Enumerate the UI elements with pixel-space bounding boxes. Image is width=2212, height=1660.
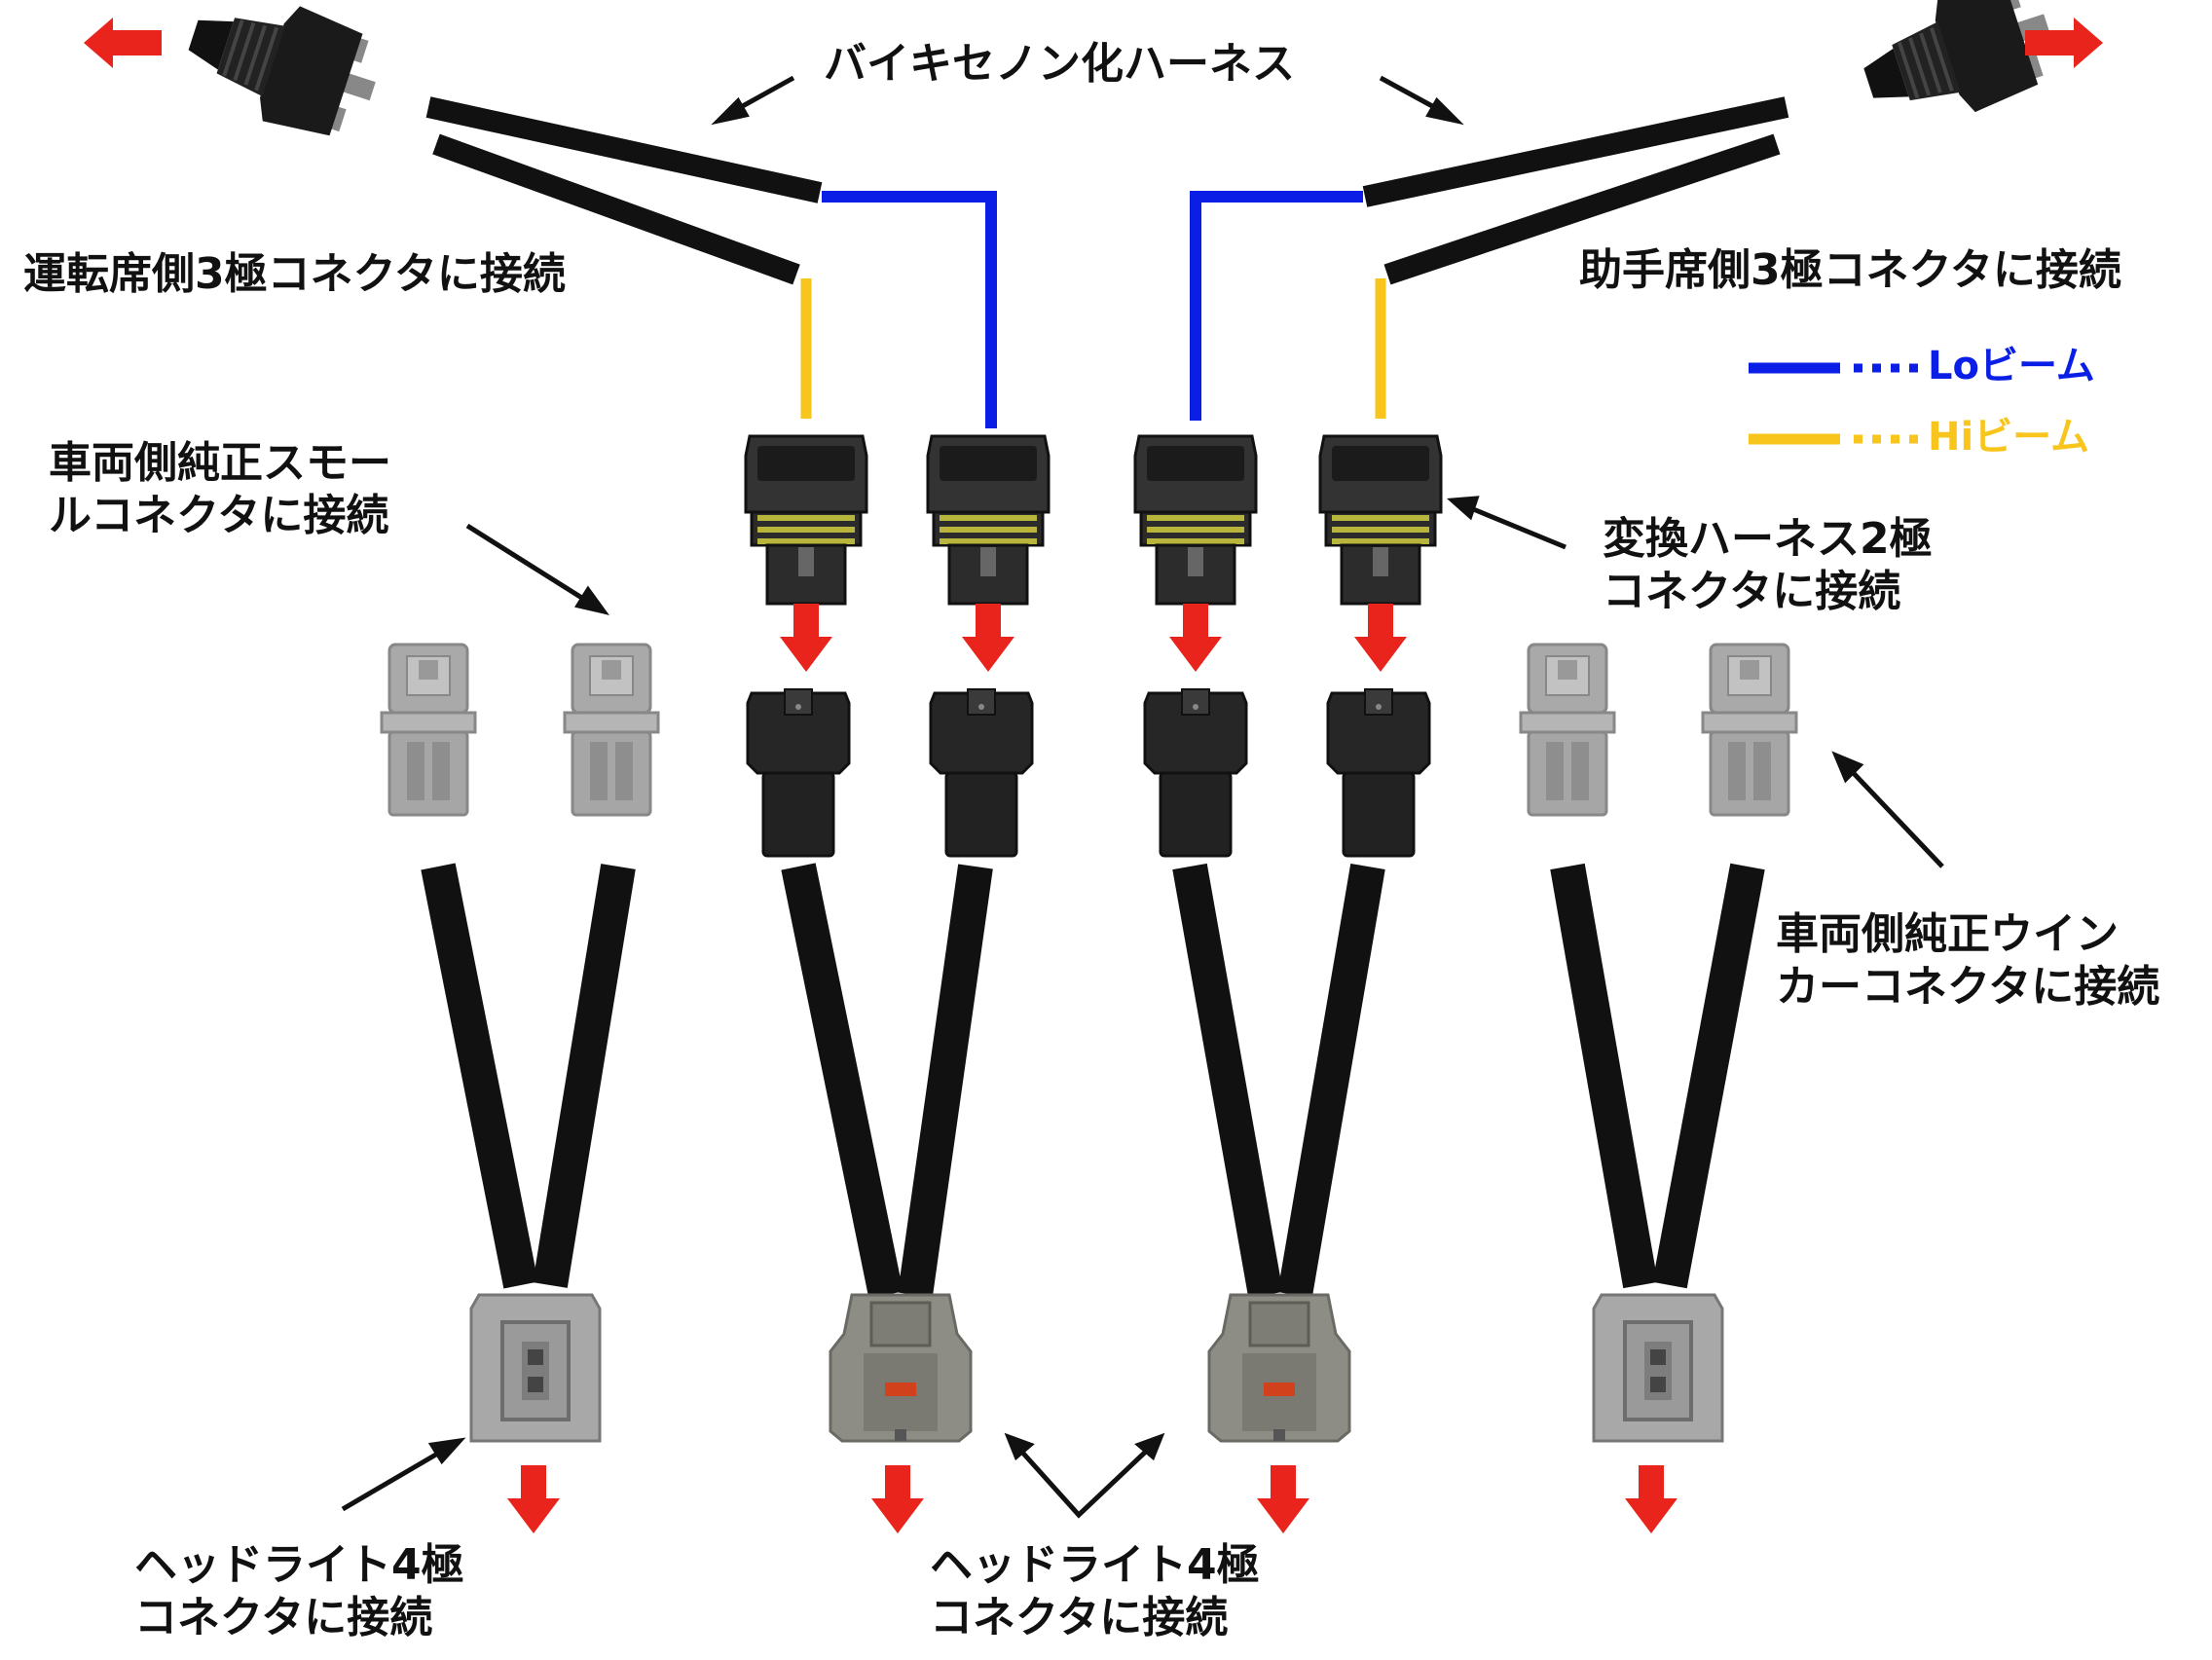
red-down-arrow-icon [1354,604,1407,672]
conv-harness-label-1: 変換ハーネス2極 [1603,514,1933,564]
winker-label-2: カーコネクタに接続 [1776,962,2160,1012]
cable [1383,133,1781,285]
two-pin-connector [1320,436,1441,604]
legend-hi-label: Hiビーム [1928,415,2089,460]
cable [432,133,800,285]
headlight-connector [1592,1293,1724,1443]
red-down-arrow-icon [871,1465,924,1533]
driver-plug-icon [172,0,393,153]
cable [1362,96,1789,207]
black-connector [1143,687,1248,858]
red-left-arrow-icon [84,18,162,68]
small-connector-label-2: ルコネクタに接続 [49,491,389,540]
black-connector [1326,687,1431,858]
pointer-arrows [341,75,1944,1519]
red-down-arrow-icon [1625,1465,1677,1533]
cable [425,96,823,203]
two-pin-connector [1135,436,1256,604]
driver-side-label: 運転席側3極コネクタに接続 [23,249,566,299]
harness-cables [421,863,1765,1299]
two-pin-connector [928,436,1049,604]
conv-harness-label-2: コネクタに接続 [1603,567,1901,616]
winker-label-1: 車両側純正ウイン [1776,909,2119,959]
headlight-left-label-2: コネクタに接続 [134,1593,433,1642]
headlight-connector [829,1293,973,1443]
diagram-title: バイキセノン化ハーネス [824,39,1295,89]
lo-wire-right [1190,191,1363,421]
black-connector [929,687,1034,858]
red-down-arrow-icon [1169,604,1222,672]
grey-connector [1519,643,1616,817]
grey-connector [1701,643,1798,817]
lo-wire-left [822,191,997,428]
black-connector [746,687,851,858]
headlight-left-label-1: ヘッドライト4極 [134,1540,464,1590]
headlight-connector [1207,1293,1351,1443]
red-down-arrow-icon [1257,1465,1309,1533]
passenger-plug-icon [1848,0,2068,143]
grey-connector [380,643,477,817]
red-down-arrow-icon [507,1465,560,1533]
passenger-side-label: 助手席側3極コネクタに接続 [1579,245,2121,295]
headlight-connector [469,1293,602,1443]
red-down-arrow-icon [962,604,1014,672]
legend-lo-label: Loビーム [1928,344,2095,388]
grey-connector [563,643,660,817]
red-down-arrow-icon [780,604,832,672]
two-pin-connector [746,436,866,604]
small-connector-label-1: 車両側純正スモー [49,438,391,488]
headlight-center-label-1: ヘッドライト4極 [930,1540,1260,1590]
headlight-center-label-2: コネクタに接続 [930,1593,1229,1642]
red-right-arrow-icon [2025,18,2103,68]
